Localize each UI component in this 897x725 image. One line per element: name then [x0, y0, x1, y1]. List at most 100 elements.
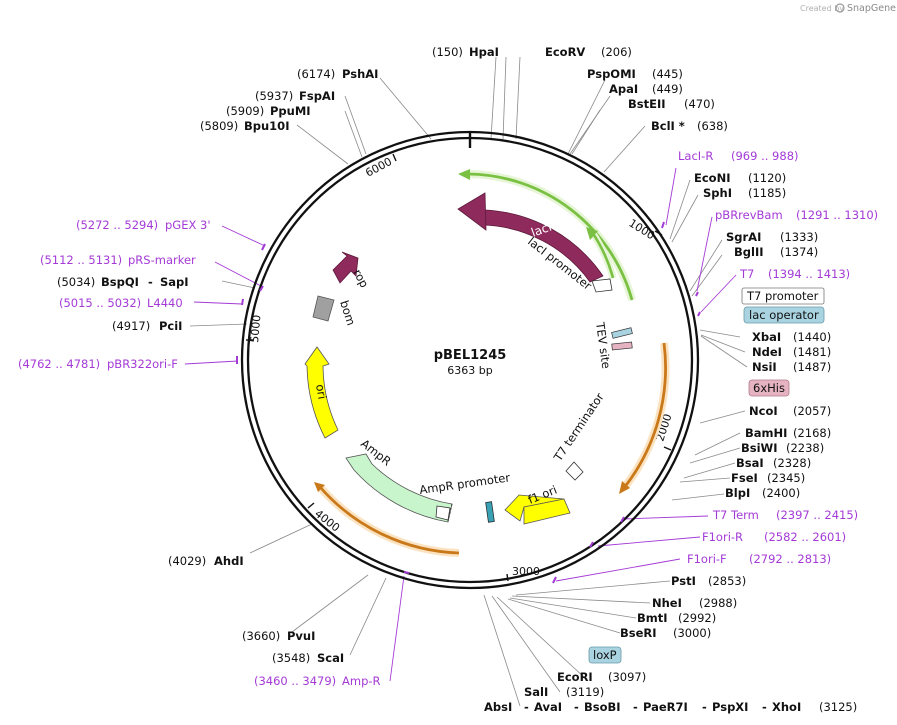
primer-name: pBRrevBam	[715, 208, 783, 222]
enzyme-pos: (1333)	[780, 230, 818, 244]
t7-promoter-box	[741, 287, 825, 305]
cluster-enzyme: AbsI	[484, 700, 512, 714]
enzyme-pos: (2400)	[762, 486, 800, 500]
lac-operator-feature	[611, 327, 633, 339]
enzyme-pos: (5937)	[255, 89, 293, 103]
enzyme-name: EcoNI	[694, 171, 730, 185]
enzyme-pos: (445)	[652, 67, 683, 81]
tick-marks	[246, 153, 672, 582]
enzyme-name: SalI	[524, 685, 548, 699]
enzyme-name: SgrAI	[726, 230, 761, 244]
cluster-separator: -	[633, 700, 638, 714]
enzyme-pos: (5034)	[57, 275, 95, 289]
green-arc-feature	[467, 172, 634, 301]
lac-operator-box	[743, 306, 825, 324]
enzyme-name: NheI	[652, 596, 682, 610]
enzyme-name: HpaI	[469, 45, 499, 59]
enzyme-name: BsiWI	[741, 441, 778, 455]
enzyme-pos: (150)	[432, 45, 463, 59]
cluster-enzyme: AvaI	[534, 700, 562, 714]
enzyme-name: XbaI	[752, 330, 781, 344]
primer-range: (4762 .. 4781)	[18, 357, 100, 371]
enzyme-pos: (2345)	[767, 471, 805, 485]
tev-site-label: TEV site	[593, 320, 613, 369]
ampR-arrow	[345, 453, 453, 523]
enzyme-pos: (5809)	[200, 119, 238, 133]
his-tag-box	[748, 379, 790, 397]
ampR-stop-marker	[447, 503, 453, 522]
enzyme-pos: (6174)	[297, 67, 335, 81]
cluster-separator: -	[524, 700, 529, 714]
primer-name: F1ori-F	[687, 552, 727, 566]
bom-feature	[312, 295, 335, 322]
plasmid-name: pBEL1245	[434, 348, 507, 363]
enzyme-name: BclI *	[651, 119, 685, 133]
t7-promoter-label: T7 promoter	[746, 289, 819, 303]
enzyme-pos: (1185)	[748, 186, 786, 200]
t7-terminator-box	[565, 461, 584, 481]
enzyme-pos: (2168)	[793, 426, 831, 440]
primer-name: L4440	[147, 296, 183, 310]
enzyme-pos: (3000)	[673, 626, 711, 640]
enzyme-pos: (1440)	[793, 330, 831, 344]
enzyme-pos: (2853)	[708, 574, 746, 588]
primer-range: (1394 .. 1413)	[768, 267, 850, 281]
primer-name: pGEX 3'	[165, 218, 211, 232]
enzyme-pos: (5909)	[226, 104, 264, 118]
his-tag-label: 6xHis	[753, 381, 785, 395]
enzyme-pos: (1487)	[793, 360, 831, 374]
orange-right-arrowhead	[619, 481, 630, 494]
rop-arrow	[332, 251, 359, 284]
cluster-enzyme: PaeR7I	[643, 700, 688, 714]
enzyme-name: EcoRI	[557, 670, 593, 684]
enzyme-pos: (1120)	[748, 171, 786, 185]
enzyme-name: BstEII	[628, 97, 666, 111]
his-tag-feature	[611, 341, 633, 351]
primer-range: (2582 .. 2601)	[764, 530, 846, 544]
enzyme-pos: (2057)	[793, 404, 831, 418]
lacI-promoter-box	[591, 278, 613, 293]
orange-right-arc	[622, 342, 667, 489]
enzyme-pos: (206)	[601, 45, 632, 59]
cluster-enzyme: PspXI	[712, 700, 748, 714]
enzyme-name: PvuI	[287, 629, 315, 643]
enzyme-name: NdeI	[752, 345, 782, 359]
snapgene-brand: SnapGene	[847, 3, 896, 14]
primer-range: (1291 .. 1310)	[796, 208, 878, 222]
enzyme-pos: (2328)	[773, 456, 811, 470]
tick-label-5000: 5000	[248, 314, 263, 343]
loxp-box	[588, 646, 622, 664]
enzyme-pos: (470)	[684, 97, 715, 111]
green-arc-arrowhead	[458, 169, 470, 180]
enzyme-name: ApaI	[609, 82, 638, 96]
lacI-promoter-arrowhead	[586, 227, 598, 240]
ampR-promoter-label: AmpR promoter	[418, 470, 511, 497]
enzyme-pos: (4029)	[168, 554, 206, 568]
bom-label: bom	[337, 299, 358, 328]
enzyme-pos: (1374)	[780, 245, 818, 259]
enzyme-name: BamHI	[745, 426, 787, 440]
enzyme-pos: (638)	[697, 119, 728, 133]
primer-range: (969 .. 988)	[731, 149, 799, 163]
loxp-label: loxP	[593, 648, 617, 662]
orange-left-arc	[318, 486, 460, 555]
primer-name: LacI-R	[678, 149, 713, 163]
orange-left-arrowhead	[314, 482, 325, 492]
cluster-separator: -	[762, 700, 767, 714]
enzyme-name: PpuMI	[270, 104, 311, 118]
primer-range: (2397 .. 2415)	[776, 508, 858, 522]
enzyme-name: PstI	[671, 574, 696, 588]
enzyme-name: BlpI	[725, 486, 750, 500]
enzyme-name: BmtI	[637, 611, 668, 625]
primer-range: (2792 .. 2813)	[749, 552, 831, 566]
enzyme-pos: (3119)	[566, 685, 604, 699]
enzyme-pos: (3097)	[608, 670, 646, 684]
plasmid-size: 6363 bp	[447, 364, 492, 377]
primer-name: pBR322ori-F	[107, 357, 178, 371]
ampR-promoter-box	[435, 505, 451, 521]
enzyme-name: AhdI	[214, 554, 244, 568]
primer-name: T7	[739, 267, 754, 281]
cluster-separator: -	[702, 700, 707, 714]
enzyme-name: PspOMI	[587, 67, 636, 81]
